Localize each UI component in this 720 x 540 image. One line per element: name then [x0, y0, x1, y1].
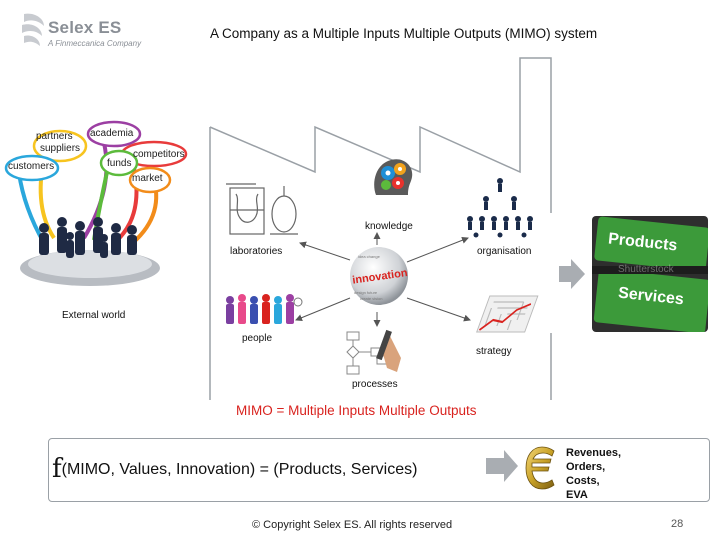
keyboard-keys-icon: [592, 216, 708, 332]
result-revenues: Revenues,: [566, 447, 622, 459]
process-flowchart-icon: [346, 329, 401, 375]
external-world-illustration: [4, 120, 188, 286]
people-label: people: [242, 333, 273, 344]
bubble-funds: funds: [107, 158, 132, 169]
mimo-definition: MIMO = Multiple Inputs Multiple Outputs: [236, 403, 477, 418]
laboratories-label: laboratories: [230, 246, 283, 257]
results-list: Revenues, Orders, Costs, EVA: [566, 446, 621, 502]
bubble-suppliers: suppliers: [40, 143, 81, 154]
innovation-sphere-icon: idea change design future create vision …: [350, 247, 409, 305]
bubble-academia: academia: [90, 128, 134, 139]
result-eva: EVA: [566, 489, 588, 501]
laboratory-sketch-icon: [226, 183, 298, 235]
strategy-label: strategy: [476, 346, 512, 357]
organisation-label: organisation: [477, 246, 532, 257]
products-services-keyboard: Products Shutterstock Services: [592, 216, 708, 332]
formula-box: [48, 438, 710, 502]
strategy-maze-icon: [476, 295, 539, 333]
processes-label: processes: [352, 379, 398, 390]
bubble-competitors: competitors: [133, 149, 185, 160]
svg-text:create vision: create vision: [360, 296, 382, 301]
svg-text:idea change: idea change: [358, 254, 381, 259]
bubble-customers: customers: [8, 161, 55, 172]
function-symbol: f: [52, 454, 62, 484]
org-chart-people-icon: [467, 178, 533, 238]
people-group-icon: [226, 294, 303, 324]
selex-logo-icon: [22, 13, 44, 46]
knowledge-label: knowledge: [365, 221, 413, 232]
slide-title: A Company as a Multiple Inputs Multiple …: [210, 26, 598, 41]
bubble-partners: partners: [36, 131, 73, 142]
gears-head-icon: [374, 159, 413, 195]
formula-body: (MIMO, Values, Innovation) = (Products, …: [61, 461, 418, 478]
bubble-market: market: [132, 173, 163, 184]
formula-text: f(MIMO, Values, Innovation) = (Products,…: [52, 454, 417, 484]
euro-icon: [525, 446, 555, 490]
watermark-text: Shutterstock: [618, 264, 674, 275]
svg-text:design future: design future: [354, 290, 378, 295]
company-name: Selex ES: [48, 18, 122, 37]
company-subtitle: A Finmeccanica Company: [48, 39, 142, 48]
copyright-notice: © Copyright Selex ES. All rights reserve…: [252, 519, 453, 531]
result-costs: Costs,: [566, 475, 600, 487]
result-orders: Orders,: [566, 461, 606, 473]
external-world-label: External world: [62, 310, 126, 321]
page-number: 28: [671, 518, 684, 530]
